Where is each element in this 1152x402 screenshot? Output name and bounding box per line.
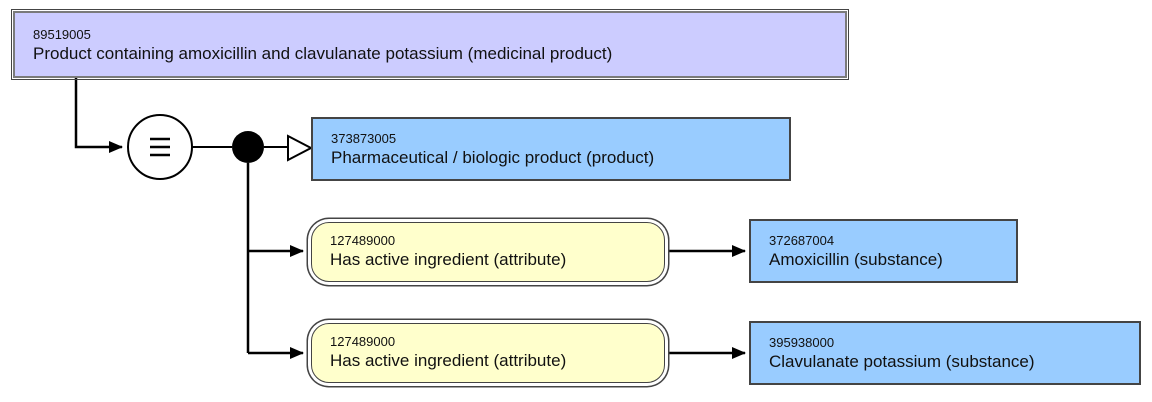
focus-to-operator-line <box>74 78 123 153</box>
attribute-1-id: 127489000 <box>330 233 396 248</box>
value-box-1[interactable]: 372687004 Amoxicillin (substance) <box>749 219 1018 283</box>
value-1-id: 372687004 <box>769 233 835 248</box>
value-2-term: Clavulanate potassium (substance) <box>769 352 1035 371</box>
attribute-2-id: 127489000 <box>330 334 396 349</box>
parent-concept-term: Pharmaceutical / biologic product (produ… <box>331 148 655 167</box>
focus-concept-term: Product containing amoxicillin and clavu… <box>33 44 613 63</box>
attribute-box-2[interactable]: 127489000 Has active ingredient (attribu… <box>311 323 665 383</box>
value-1-term: Amoxicillin (substance) <box>769 250 943 269</box>
value-2-id: 395938000 <box>769 335 835 350</box>
is-a-arrowhead <box>287 134 314 162</box>
value-box-2[interactable]: 395938000 Clavulanate potassium (substan… <box>749 321 1141 385</box>
attribute-1-term: Has active ingredient (attribute) <box>330 250 567 269</box>
parent-concept-box[interactable]: 373873005 Pharmaceutical / biologic prod… <box>311 117 791 181</box>
parent-concept-id: 373873005 <box>331 131 397 146</box>
focus-concept-box[interactable]: 89519005 Product containing amoxicillin … <box>11 9 849 80</box>
focus-concept-id: 89519005 <box>33 27 91 42</box>
equivalent-icon <box>127 114 193 180</box>
conjunction-node <box>232 131 264 163</box>
attribute-box-1[interactable]: 127489000 Has active ingredient (attribu… <box>311 222 665 282</box>
attribute-2-term: Has active ingredient (attribute) <box>330 351 567 370</box>
